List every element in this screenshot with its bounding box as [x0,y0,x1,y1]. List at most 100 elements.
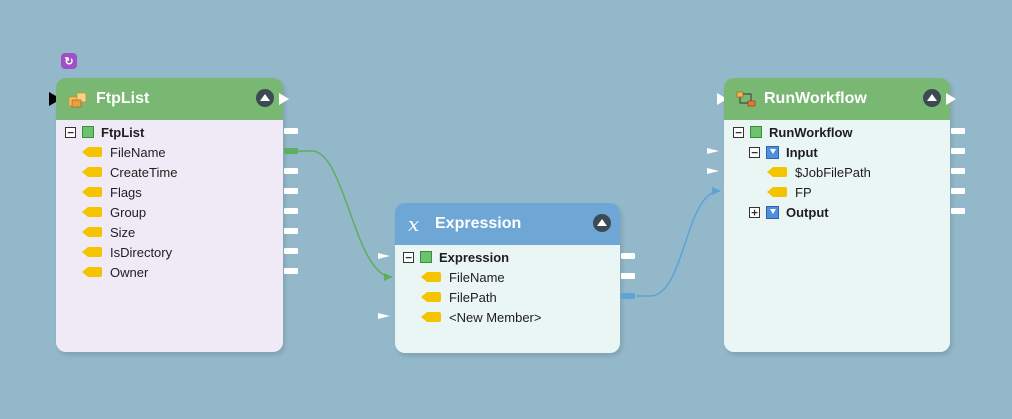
attribute-icon [767,167,787,177]
folders-icon [68,92,87,108]
attribute-label: Group [110,204,147,220]
output-port[interactable] [951,128,965,134]
collapse-toggle-icon[interactable]: − [403,251,414,263]
attribute-row[interactable]: Flags [82,183,142,201]
attribute-icon [421,272,441,282]
output-port[interactable] [621,273,635,279]
output-port[interactable] [951,188,965,194]
output-group-row[interactable]: + Output [749,203,829,221]
input-port[interactable] [707,148,719,154]
feature-type-icon [420,251,432,263]
input-port[interactable] [707,168,719,174]
attribute-label: Owner [110,264,149,280]
function-x-icon: 𝑥 [408,212,420,236]
attribute-icon [421,312,441,322]
attribute-row[interactable]: Size [82,223,135,241]
collapse-up-icon[interactable] [256,89,274,107]
attribute-row[interactable]: FileName [421,268,505,286]
refresh-icon[interactable]: ↻ [61,53,77,69]
input-port[interactable] [378,313,390,319]
feature-type-row: − FtpList [65,123,144,141]
expand-toggle-icon[interactable]: + [749,206,760,218]
node-title: RunWorkflow [764,90,867,107]
output-port[interactable] [284,168,298,174]
collapse-up-icon[interactable] [923,89,941,107]
output-port[interactable] [951,148,965,154]
output-port[interactable] [284,248,298,254]
attribute-row[interactable]: FilePath [421,288,497,306]
attribute-icon [767,187,787,197]
node-title: FtpList [96,90,150,107]
attribute-label: CreateTime [110,164,178,180]
attribute-row[interactable]: Group [82,203,146,221]
attribute-label: Flags [110,184,142,200]
attribute-icon [82,207,102,217]
output-port[interactable] [284,268,298,274]
attribute-row[interactable]: <New Member> [421,308,541,326]
output-port[interactable] [621,253,635,259]
output-arrow-icon[interactable] [946,93,956,105]
input-group-row[interactable]: − Input [749,143,818,161]
workflow-icon [736,91,756,107]
expression-body: − Expression FileName FilePath <New Memb… [395,245,620,353]
attribute-row[interactable]: CreateTime [82,163,177,181]
wire-filepath-to-runworkflow [636,190,721,297]
attribute-icon [421,292,441,302]
attribute-label: FP [795,184,812,200]
attribute-icon [82,267,102,277]
attribute-label: Size [110,224,136,240]
attribute-label: FileName [110,144,166,160]
feature-type-icon [82,126,94,138]
input-group-label: Input [786,144,818,160]
output-arrow-icon[interactable] [279,93,289,105]
collapse-up-icon[interactable] [593,214,611,232]
attribute-icon [82,147,102,157]
attribute-icon [82,187,102,197]
wire-arrowhead-green [384,273,393,281]
input-port[interactable] [378,253,390,259]
output-port[interactable] [284,208,298,214]
feature-type-row: − RunWorkflow [733,123,853,141]
node-title: Expression [435,215,522,232]
runworkflow-node[interactable]: RunWorkflow − RunWorkflow − Input $JobFi… [724,78,950,352]
attribute-row[interactable]: IsDirectory [82,243,172,261]
output-port-connected[interactable] [621,293,635,299]
output-port[interactable] [284,128,298,134]
output-port[interactable] [284,188,298,194]
attribute-row[interactable]: FileName [82,143,166,161]
output-port[interactable] [284,228,298,234]
expression-node[interactable]: 𝑥 Expression − Expression FileName FileP… [395,203,620,353]
attribute-row[interactable]: Owner [82,263,148,281]
attribute-icon [82,167,102,177]
wire-arrowhead-blue [712,187,721,195]
runworkflow-header[interactable]: RunWorkflow [724,78,950,120]
port-group-icon [766,205,779,219]
attribute-label: FilePath [449,289,497,305]
ftplist-node[interactable]: FtpList − FtpList FileName CreateTime Fl… [56,78,283,352]
attribute-label: $JobFilePath [795,164,871,180]
attribute-row[interactable]: $JobFilePath [767,163,871,181]
attribute-label: FileName [449,269,505,285]
attribute-label: <New Member> [449,309,542,325]
feature-type-label: Expression [439,249,510,265]
output-group-label: Output [786,204,829,220]
feature-type-label: FtpList [101,124,145,140]
output-port[interactable] [951,208,965,214]
runworkflow-body: − RunWorkflow − Input $JobFilePath FP + … [724,120,950,352]
ftplist-body: − FtpList FileName CreateTime Flags Grou… [56,120,283,352]
input-arrow-icon[interactable] [717,93,727,105]
collapse-toggle-icon[interactable]: − [65,126,76,138]
ftplist-header[interactable]: FtpList [56,78,283,120]
output-port-connected[interactable] [284,148,298,154]
output-port[interactable] [951,168,965,174]
expression-header[interactable]: 𝑥 Expression [395,203,620,245]
collapse-toggle-icon[interactable]: − [733,126,744,138]
feature-type-label: RunWorkflow [769,124,853,140]
feature-type-icon [750,126,762,138]
feature-type-row: − Expression [403,248,509,266]
attribute-row[interactable]: FP [767,183,812,201]
collapse-toggle-icon[interactable]: − [749,146,760,158]
port-group-icon [766,145,779,159]
attribute-icon [82,227,102,237]
